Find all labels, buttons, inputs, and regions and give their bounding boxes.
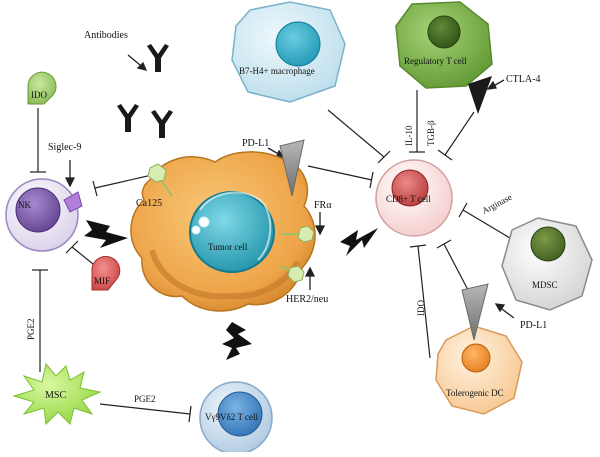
label-siglec9: Siglec-9 <box>48 142 81 153</box>
label-antibodies: Antibodies <box>84 30 128 41</box>
label-pdl1-dc: PD-L1 <box>520 320 547 331</box>
label-tgf-beta: TGB-β <box>426 120 436 146</box>
mdsc-cell <box>501 217 593 311</box>
nk-cell <box>5 178 83 252</box>
vgamma-tcell <box>199 381 273 455</box>
inhibition-lines <box>30 90 521 423</box>
b7h4-macrophage <box>231 1 346 103</box>
lightning-icon <box>84 220 128 248</box>
label-her2: HER2/neu <box>286 294 328 305</box>
label-mif: MIF <box>94 276 110 286</box>
label-nk: NK <box>18 200 31 210</box>
antibody-icon <box>147 44 169 72</box>
label-pdl1-tumor: PD-L1 <box>242 138 269 149</box>
label-pge2-vertical: PGE2 <box>26 318 36 340</box>
label-mdsc: MDSC <box>532 280 558 290</box>
antibody-icons <box>117 44 173 138</box>
diagram-labels: Antibodies IDO Siglec-9 NK Ca125 MIF PGE… <box>18 30 558 422</box>
label-il10: IL-10 <box>404 125 414 146</box>
ctla4-receptor <box>468 76 492 114</box>
label-tumor-cell: Tumor cell <box>208 242 248 252</box>
msc-cell <box>12 362 102 426</box>
label-ido-dc: IDO <box>416 300 426 316</box>
label-ctla4: CTLA-4 <box>506 74 540 85</box>
lightning-bolts <box>84 220 378 360</box>
label-cd8-tcell: CD8+ T cell <box>386 194 431 204</box>
tolerogenic-dc <box>435 283 523 415</box>
label-regulatory-tcell: Regulatory T cell <box>404 56 467 66</box>
antibody-icon <box>151 110 173 138</box>
label-msc: MSC <box>45 390 66 401</box>
regulatory-tcell <box>395 1 493 114</box>
label-fr-alpha: FRα <box>314 200 332 211</box>
lightning-icon <box>340 228 378 256</box>
tumor-cell <box>130 139 316 312</box>
mif-molecule <box>91 255 121 291</box>
lightning-icon <box>222 322 252 360</box>
label-b7-macrophage: B7-H4+ macrophage <box>239 66 315 76</box>
ido-molecule <box>27 71 57 105</box>
label-ca125: Ca125 <box>136 198 162 209</box>
label-tolerogenic-dc: Tolerogenic DC <box>446 388 504 398</box>
label-ido-top: IDO <box>31 90 47 100</box>
label-arginase: Arginase <box>480 192 513 216</box>
cd8-tcell <box>375 159 453 237</box>
label-pge2-horizontal: PGE2 <box>134 394 156 404</box>
antibody-icon <box>117 104 139 132</box>
siglec9-receptor <box>63 191 83 213</box>
label-vgamma-tcell: Vγ9Vδ2 T cell <box>205 412 259 422</box>
